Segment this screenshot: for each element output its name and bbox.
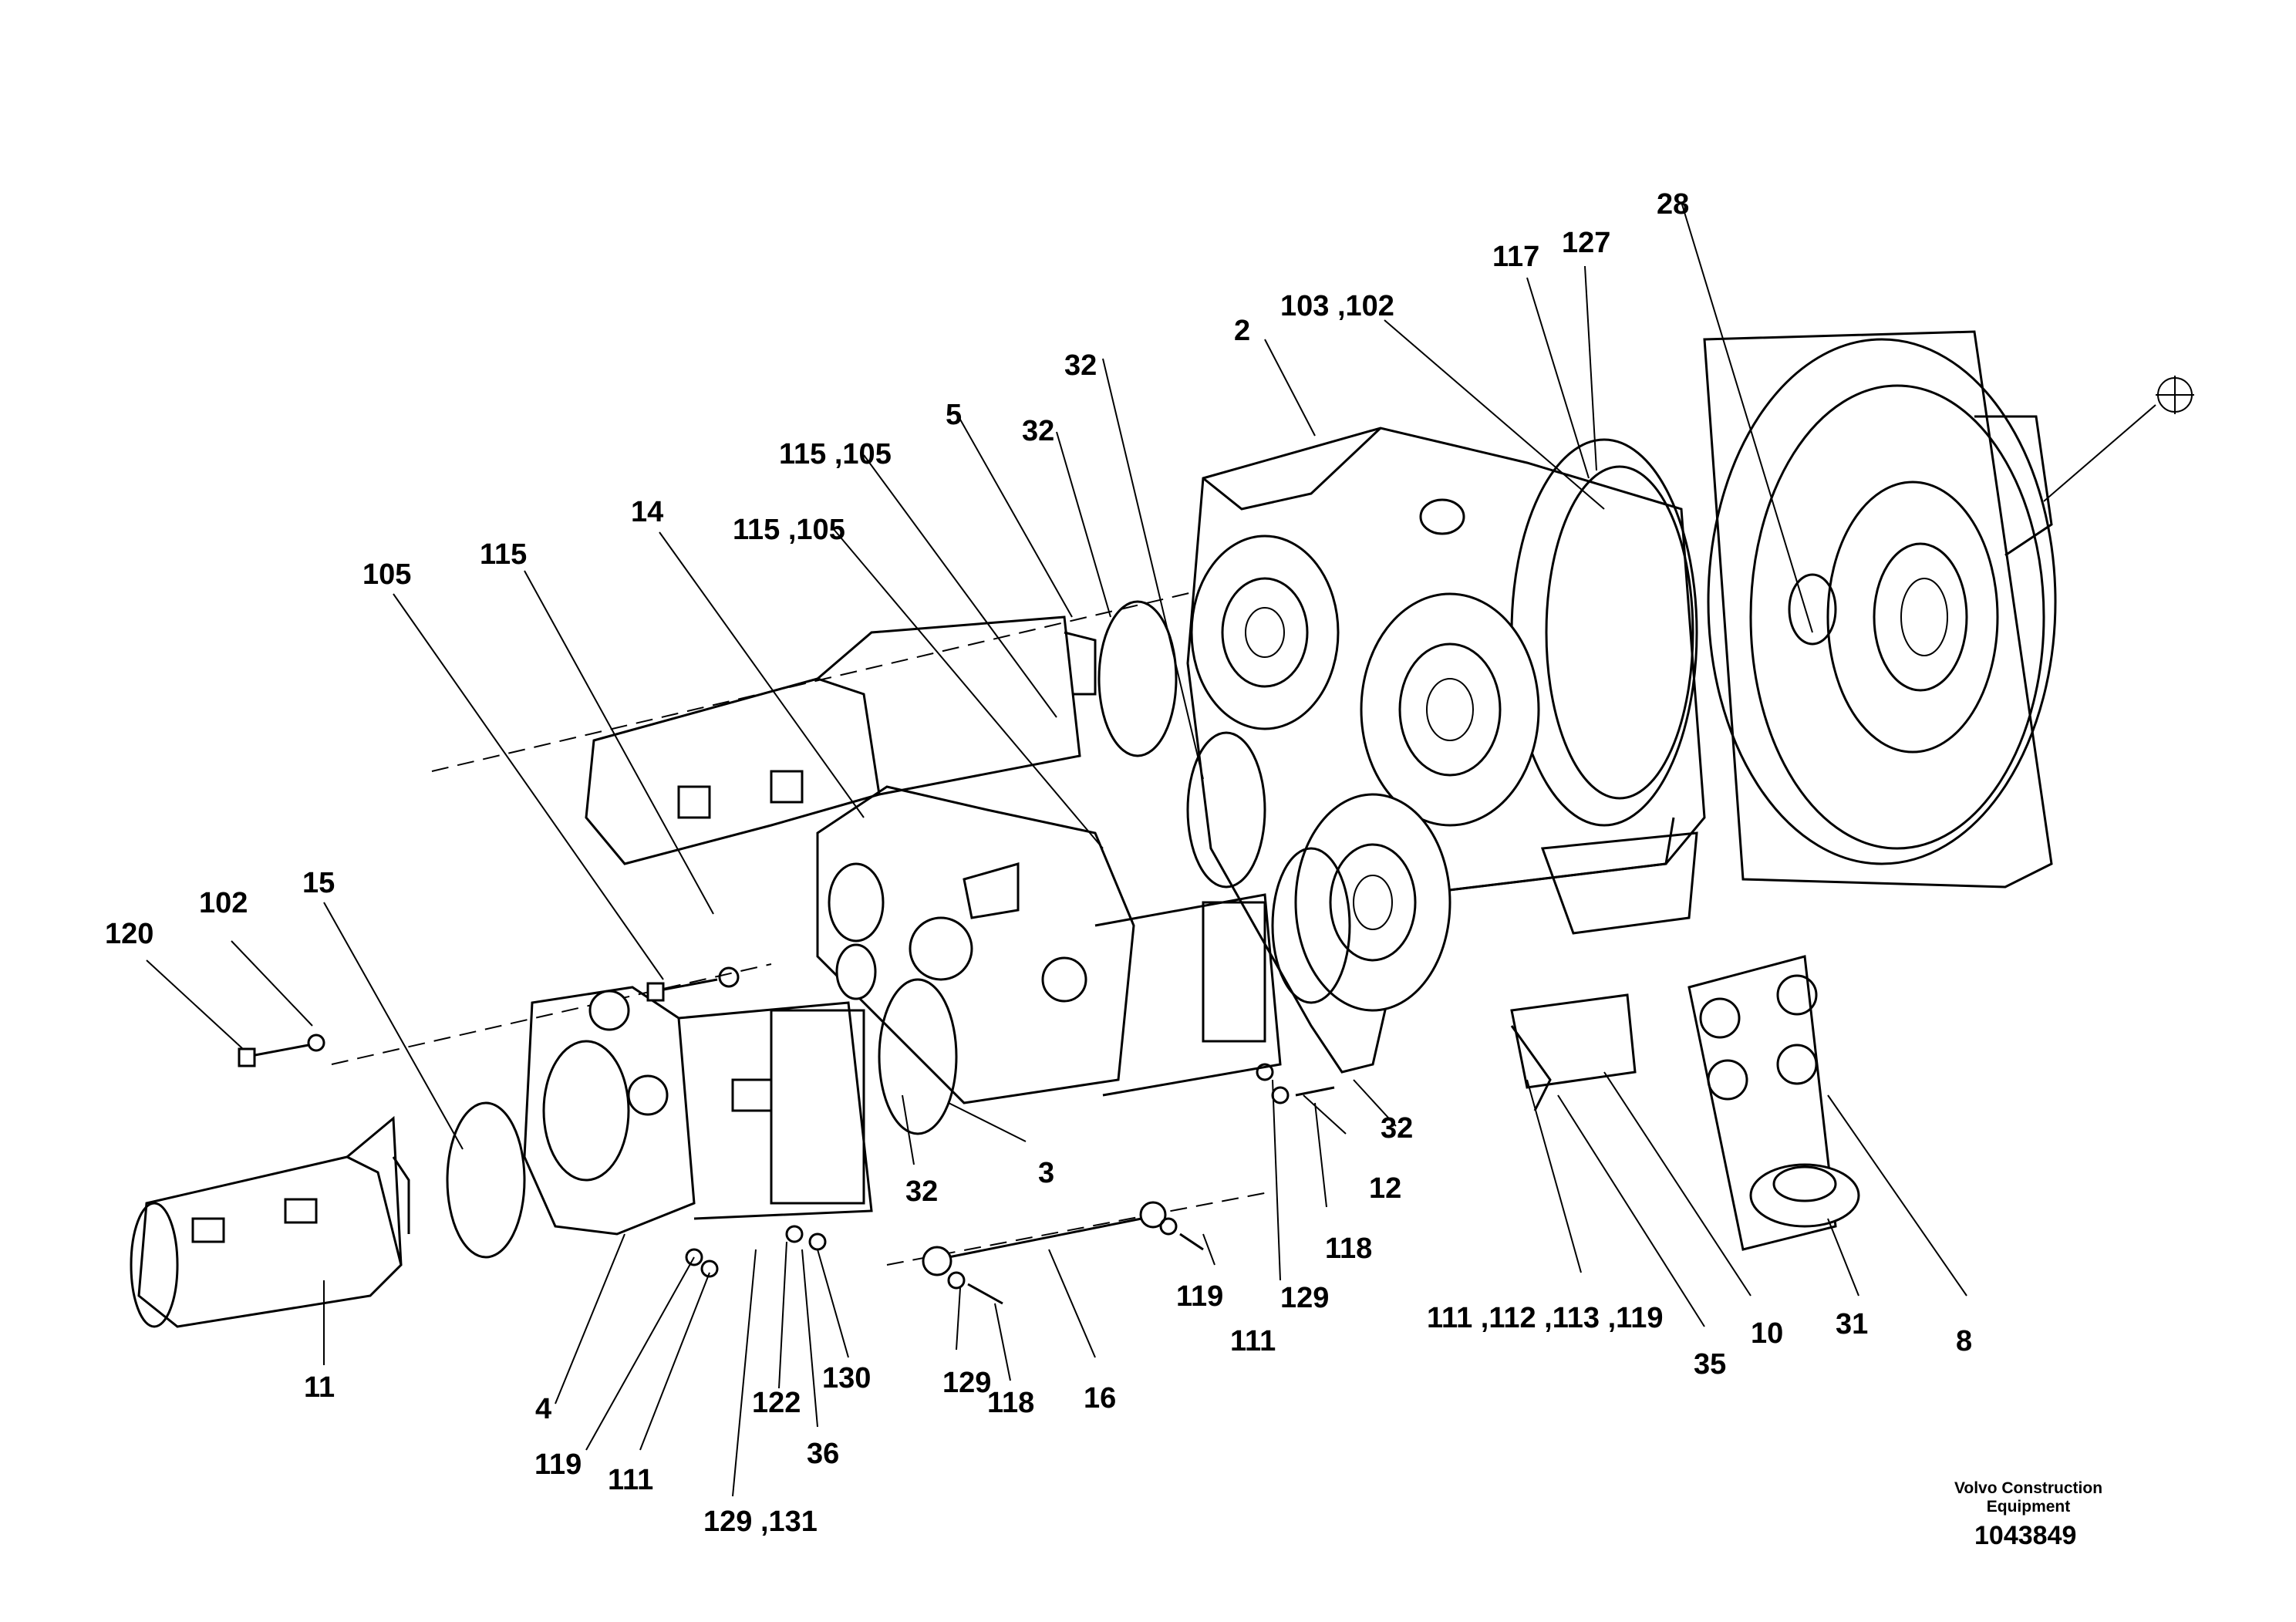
callout-2: 2 <box>1234 315 1251 347</box>
callout-119-left: 119 <box>534 1448 582 1481</box>
rubber-mount-bracket <box>1687 955 1860 1251</box>
callout-8: 8 <box>1956 1325 1973 1357</box>
callout-118-right: 118 <box>1325 1233 1373 1265</box>
callout-28: 28 <box>1657 188 1690 221</box>
callout-4: 4 <box>535 1393 552 1425</box>
o-ring <box>1186 731 1266 889</box>
callout-11: 11 <box>304 1371 335 1404</box>
callout-5: 5 <box>946 399 963 431</box>
callout-32-right: 32 <box>1381 1112 1414 1145</box>
o-ring <box>1271 847 1351 1004</box>
callout-115-105-b: 115 ,105 <box>733 514 845 546</box>
callout-3: 3 <box>1038 1157 1055 1189</box>
reference-target-mark <box>2043 376 2194 502</box>
callout-115-105-a: 115 ,105 <box>779 438 892 470</box>
transfer-gearbox-housing <box>1186 427 1706 1074</box>
assembly-axis-lower <box>331 963 772 1065</box>
callout-111-112-113-119: 111 ,112 ,113 ,119 <box>1427 1302 1664 1334</box>
callout-129-131: 129 ,131 <box>703 1506 818 1538</box>
gear-pump-auxiliary <box>130 1115 410 1328</box>
o-ring <box>446 1101 526 1259</box>
callout-105: 105 <box>362 558 412 591</box>
fasteners <box>238 966 1335 1305</box>
callout-127: 127 <box>1562 227 1611 259</box>
callout-120: 120 <box>105 918 154 950</box>
leader-lines <box>146 201 1967 1497</box>
o-ring <box>1097 600 1178 757</box>
callout-31: 31 <box>1836 1308 1869 1340</box>
callout-117: 117 <box>1492 241 1540 273</box>
flywheel-housing <box>1703 330 2057 889</box>
callout-130: 130 <box>822 1362 872 1394</box>
callout-111-left: 111 <box>608 1464 654 1496</box>
hydraulic-pump-main <box>816 785 1282 1104</box>
callout-103-102: 103 ,102 <box>1280 290 1394 322</box>
callout-14: 14 <box>631 496 664 528</box>
callout-115: 115 <box>480 538 528 571</box>
callout-102: 102 <box>199 887 248 919</box>
callout-32-top: 32 <box>1064 349 1097 382</box>
hydraulic-pump-lower <box>523 986 873 1236</box>
assembly-axis-bottom <box>886 1191 1273 1266</box>
drawing-number: 1043849 <box>1974 1521 2077 1550</box>
gear-pump-upper <box>585 615 1097 865</box>
callout-36: 36 <box>807 1438 840 1470</box>
assembly-axis-upper <box>431 585 1219 772</box>
callout-32-upper: 32 <box>1022 415 1055 447</box>
callout-119-right: 119 <box>1176 1280 1224 1313</box>
callout-129-mid: 129 <box>942 1367 992 1399</box>
callout-129-right: 129 <box>1280 1282 1330 1314</box>
control-linkage-rod <box>922 1201 1167 1276</box>
o-ring <box>878 978 958 1135</box>
brand-name: Volvo Construction Equipment <box>1954 1479 2103 1516</box>
callout-15: 15 <box>302 867 335 899</box>
callout-122: 122 <box>752 1387 801 1419</box>
callout-10: 10 <box>1751 1317 1784 1350</box>
callout-12: 12 <box>1369 1172 1402 1205</box>
callout-118-mid: 118 <box>987 1387 1035 1419</box>
callout-35: 35 <box>1694 1348 1727 1381</box>
mounting-bracket <box>1510 993 1637 1111</box>
callout-111-right: 111 <box>1230 1325 1276 1357</box>
callout-16: 16 <box>1084 1382 1117 1415</box>
callout-32-lower: 32 <box>905 1175 939 1208</box>
